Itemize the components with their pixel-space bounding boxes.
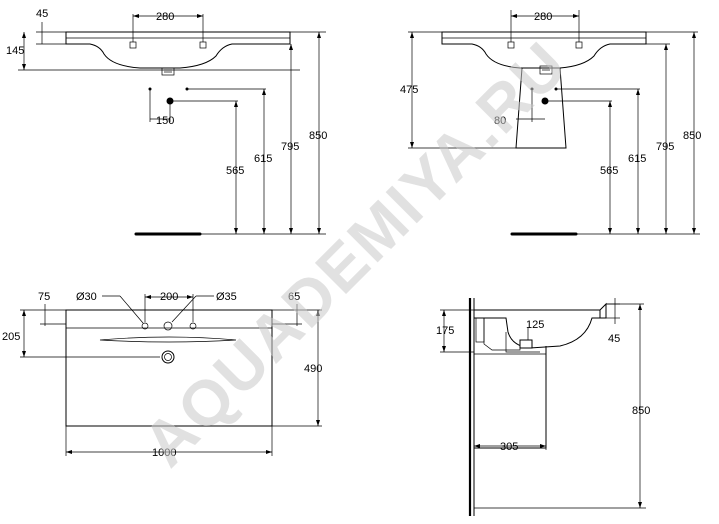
tap-hole-large-icon xyxy=(163,321,173,331)
dim-top-offset: 45 xyxy=(36,8,48,20)
dim-pedestal-height: 475 xyxy=(400,84,418,96)
dim-pipe-offset: 80 xyxy=(494,115,506,127)
dim-pipe-spacing: 150 xyxy=(156,115,174,127)
dim-hole-large: Ø35 xyxy=(216,291,237,303)
dim-h3: 795 xyxy=(281,141,299,153)
dim-tap-spacing: 280 xyxy=(156,11,174,23)
dim-h2: 615 xyxy=(254,153,272,165)
front-view-pedestal: 280 475 80 565 615 795 850 xyxy=(400,10,701,236)
dim-left-edge: 75 xyxy=(38,291,50,303)
dim-right-edge: 65 xyxy=(288,291,300,303)
dim-siphon: 125 xyxy=(526,319,544,331)
dim-depth-top: 490 xyxy=(304,363,322,375)
dim-total-height: 850 xyxy=(632,405,650,417)
dim-rim: 45 xyxy=(608,333,620,345)
dim-h4: 850 xyxy=(309,130,327,142)
dim-depth: 145 xyxy=(6,45,24,57)
dim-h3-2: 795 xyxy=(656,141,674,153)
dim-width: 1000 xyxy=(152,447,176,459)
drain-icon xyxy=(161,350,175,364)
dim-bowl-height: 175 xyxy=(436,325,454,337)
dim-pedestal-depth: 305 xyxy=(500,441,518,453)
dim-hole-spacing: 200 xyxy=(160,291,178,303)
side-section-view: 175 125 45 305 850 xyxy=(436,298,650,516)
dim-h1: 565 xyxy=(226,165,244,177)
tap-hole-icon-2 xyxy=(189,322,197,330)
dim-hole-small: Ø30 xyxy=(76,291,97,303)
dim-h2-2: 615 xyxy=(628,153,646,165)
watermark: AQUADEMIYA.RU xyxy=(129,28,581,480)
dim-tap-spacing-2: 280 xyxy=(534,11,552,23)
tap-hole-icon xyxy=(141,322,149,330)
dim-drain-offset: 205 xyxy=(2,331,20,343)
dim-h4-2: 850 xyxy=(683,130,701,142)
front-view-wall-hung: 280 45 145 150 565 615 795 xyxy=(6,8,327,236)
plan-view: 200 Ø30 Ø35 75 65 205 490 xyxy=(2,291,322,459)
dim-h1-2: 565 xyxy=(600,165,618,177)
